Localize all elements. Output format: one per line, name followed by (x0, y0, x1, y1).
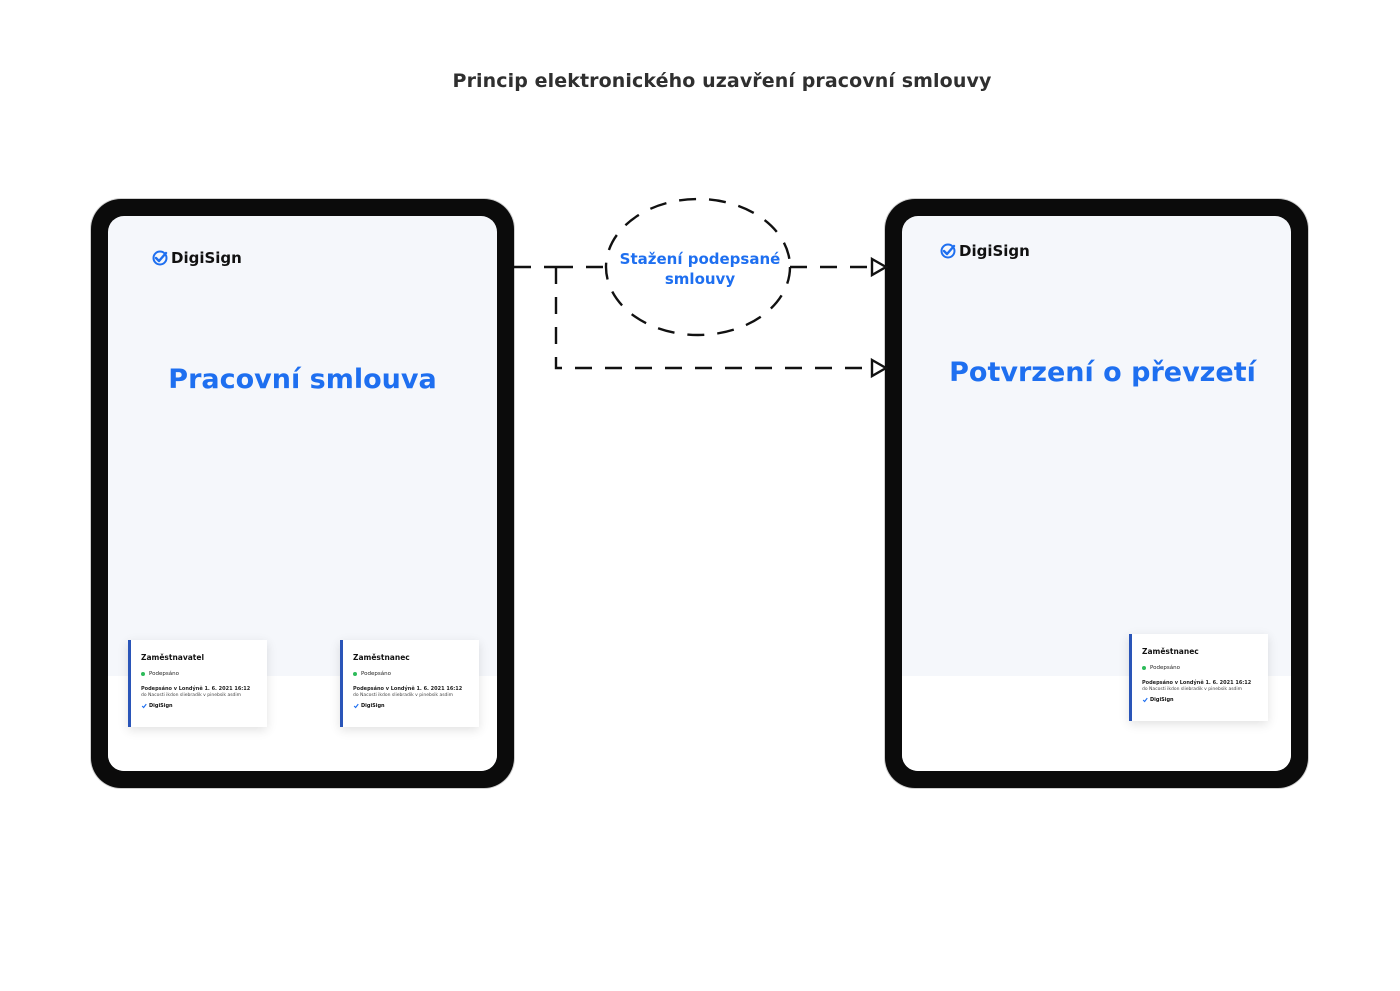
tablet-employment-contract: DigiSign Pracovní smlouva Zaměstnavatel … (91, 199, 514, 788)
signature-detail: Podepsáno v Londýně 1. 6. 2021 16:12 (141, 686, 251, 692)
digisign-check-icon (152, 250, 168, 266)
card-logo: DigiSign (353, 703, 479, 709)
signature-detail-2: do Nacosti ikdon sliebradik v pinebsik a… (353, 693, 454, 698)
digisign-logo: DigiSign (152, 249, 242, 267)
card-logo-text: DigiSign (361, 703, 385, 709)
digisign-check-icon (940, 243, 956, 259)
digisign-check-icon (141, 703, 147, 709)
arrow-head-bottom-icon (870, 357, 889, 379)
tablet-screen: DigiSign Pracovní smlouva Zaměstnavatel … (108, 216, 497, 771)
status-dot-icon (353, 672, 357, 676)
status-text: Podepsáno (361, 671, 391, 677)
card-logo-text: DigiSign (1150, 697, 1174, 703)
card-logo: DigiSign (1142, 697, 1268, 703)
document-title: Pracovní smlouva (168, 364, 437, 395)
digisign-check-icon (1142, 697, 1148, 703)
arrow-head-top-icon (870, 256, 889, 278)
tablet-screen: DigiSign Potvrzení o převzetí Zaměstnane… (902, 216, 1291, 771)
status-text: Podepsáno (149, 671, 179, 677)
signature-card-employee: Zaměstnanec Podepsáno Podepsáno v Londýn… (340, 640, 479, 727)
status-dot-icon (141, 672, 145, 676)
signature-card-employee: Zaměstnanec Podepsáno Podepsáno v Londýn… (1129, 634, 1268, 721)
card-logo-text: DigiSign (149, 703, 173, 709)
signature-status: Podepsáno (1142, 665, 1268, 671)
signer-name: Zaměstnanec (1142, 647, 1199, 656)
digisign-check-icon (353, 703, 359, 709)
signer-name: Zaměstnanec (353, 653, 410, 662)
status-text: Podepsáno (1150, 665, 1180, 671)
connector-label-line1: Stažení podepsané (619, 250, 781, 268)
signature-detail: Podepsáno v Londýně 1. 6. 2021 16:12 (353, 686, 463, 692)
signer-name: Zaměstnavatel (141, 653, 205, 662)
connector-label: Stažení podepsané smlouvy (600, 249, 800, 289)
signature-detail-2: do Nacosti ikdon sliebradik v pinebsik a… (1142, 687, 1243, 692)
digisign-logo: DigiSign (940, 242, 1030, 260)
logo-text: DigiSign (959, 242, 1030, 260)
signature-status: Podepsáno (353, 671, 479, 677)
page-title: Princip elektronického uzavření pracovní… (452, 70, 992, 92)
status-dot-icon (1142, 666, 1146, 670)
signature-status: Podepsáno (141, 671, 267, 677)
signature-detail-2: do Nacosti ikdon sliebradik v pinebsik a… (141, 693, 242, 698)
document-title: Potvrzení o převzetí (949, 357, 1256, 388)
signature-card-employer: Zaměstnavatel Podepsáno Podepsáno v Lond… (128, 640, 267, 727)
card-logo: DigiSign (141, 703, 267, 709)
logo-text: DigiSign (171, 249, 242, 267)
signature-detail: Podepsáno v Londýně 1. 6. 2021 16:12 (1142, 680, 1252, 686)
connector-label-line2: smlouvy (664, 270, 736, 288)
tablet-receipt-confirmation: DigiSign Potvrzení o převzetí Zaměstnane… (885, 199, 1308, 788)
